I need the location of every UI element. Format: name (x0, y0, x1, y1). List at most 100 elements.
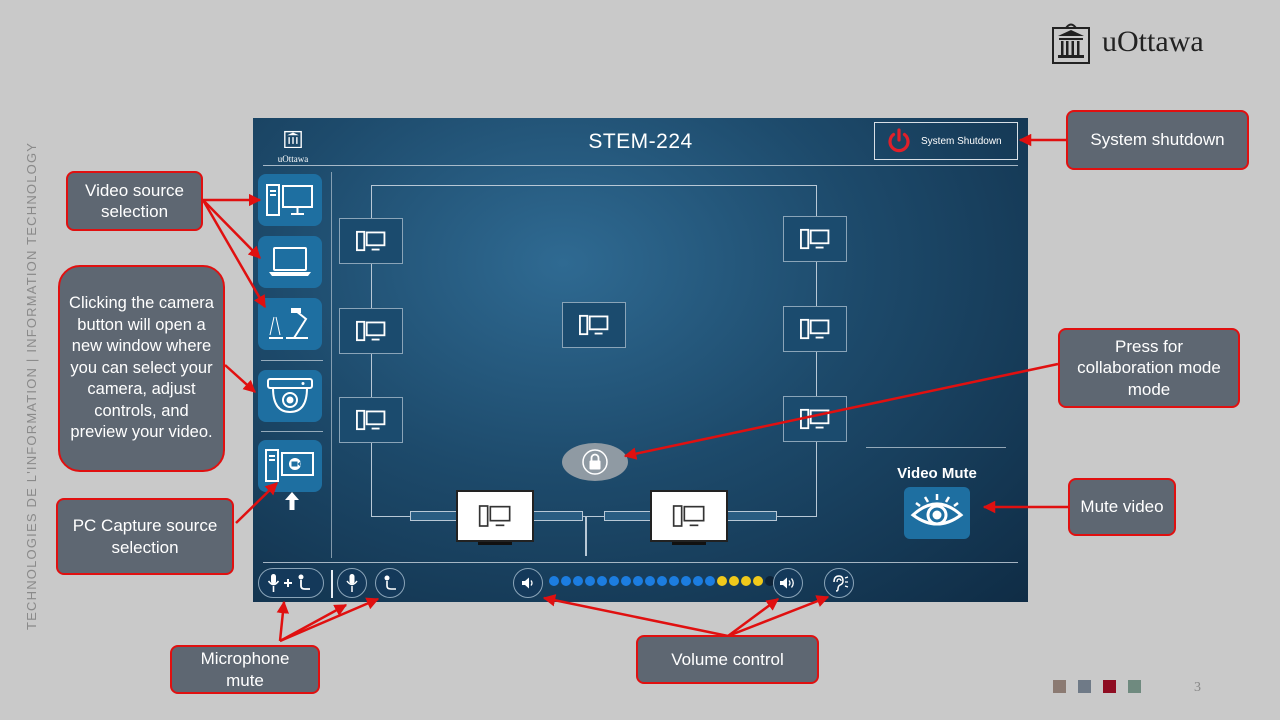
arrow-source-2 (202, 199, 261, 259)
display-right-3[interactable] (783, 396, 847, 442)
volume-dot (549, 576, 559, 586)
desktop-pc-icon (800, 408, 830, 430)
callout-collaboration: Press for collaboration mode mode (1058, 328, 1240, 408)
volume-dot (753, 576, 763, 586)
laptop-icon (269, 247, 311, 276)
arrow-mic-3 (279, 597, 380, 643)
color-swatch (1103, 680, 1116, 693)
desktop-pc-icon (800, 228, 830, 250)
mute-handheld-mic-button[interactable] (337, 568, 367, 598)
building-icon (1052, 23, 1090, 64)
display-left-2[interactable] (339, 308, 403, 354)
volume-dot (609, 576, 619, 586)
volume-dot (681, 576, 691, 586)
microphone-icon (346, 574, 358, 592)
color-swatch (1128, 680, 1141, 693)
color-swatch (1078, 680, 1091, 693)
lock-icon (582, 449, 608, 475)
source-desktop-pc-button[interactable] (258, 174, 322, 226)
slide-side-text: TECHNOLOGIES DE L'INFORMATION | INFORMAT… (24, 141, 39, 630)
left-divider (331, 172, 332, 558)
projector-screen-right[interactable] (650, 490, 728, 545)
top-divider (263, 165, 1018, 166)
uottawa-logo: uOttawa (1052, 20, 1204, 64)
display-center[interactable] (562, 302, 626, 348)
mute-all-mics-button[interactable] (258, 568, 324, 598)
source-laptop-button[interactable] (258, 236, 322, 288)
volume-dot (669, 576, 679, 586)
source-camera-button[interactable] (258, 370, 322, 422)
arrow-volume-3 (727, 595, 830, 638)
source-divider (261, 431, 323, 432)
volume-dot (633, 576, 643, 586)
display-right-2[interactable] (783, 306, 847, 352)
system-shutdown-button[interactable]: System Shutdown (874, 122, 1018, 160)
volume-dot (657, 576, 667, 586)
volume-dot (561, 576, 571, 586)
mic-divider (331, 570, 333, 598)
document-camera-icon (269, 308, 308, 339)
volume-meter[interactable] (549, 576, 799, 586)
callout-pc-capture: PC Capture source selection (56, 498, 234, 575)
building-icon (284, 130, 302, 149)
desktop-pc-icon (356, 409, 386, 431)
volume-down-button[interactable] (513, 568, 543, 598)
power-icon (888, 128, 910, 153)
hearing-assist-button[interactable] (824, 568, 854, 598)
source-pc-capture-button[interactable] (258, 440, 322, 492)
collaboration-lock-button[interactable] (562, 443, 628, 481)
bottom-divider (263, 562, 1018, 563)
volume-dot (705, 576, 715, 586)
volume-dot (573, 576, 583, 586)
volume-dot (645, 576, 655, 586)
volume-dot (585, 576, 595, 586)
volume-dot (717, 576, 727, 586)
brand-name: uOttawa (1102, 25, 1204, 58)
volume-dot (741, 576, 751, 586)
speaker-low-icon (522, 577, 533, 589)
callout-mute-video: Mute video (1068, 478, 1176, 536)
room-title: STEM-224 (588, 130, 693, 153)
pc-capture-icon (265, 449, 314, 482)
volume-dot (765, 576, 775, 586)
callout-camera: Clicking the camera button will open a n… (58, 265, 225, 472)
mic-plus-lapel-icon (267, 574, 310, 592)
volume-dot (693, 576, 703, 586)
desktop-pc-icon (478, 505, 511, 527)
mute-lapel-mic-button[interactable] (375, 568, 405, 598)
projector-screen-left[interactable] (456, 490, 534, 545)
ear-icon (833, 575, 849, 592)
volume-up-button[interactable] (773, 568, 803, 598)
arrow-up-icon (285, 492, 299, 510)
video-mute-label: Video Mute (897, 465, 977, 482)
callout-microphone: Microphone mute (170, 645, 320, 694)
color-swatch (1053, 680, 1066, 693)
arrow-mic-1 (276, 600, 290, 642)
shutdown-label: System Shutdown (921, 135, 1002, 147)
arrow-mic-2 (279, 603, 348, 643)
desktop-pc-icon (266, 184, 313, 216)
panel-logo-text: uOttawa (277, 154, 309, 164)
room-diagram-line (585, 516, 587, 556)
display-left-3[interactable] (339, 397, 403, 443)
display-left-1[interactable] (339, 218, 403, 264)
display-right-1[interactable] (783, 216, 847, 262)
color-swatches (1053, 680, 1141, 693)
volume-dot (621, 576, 631, 586)
arrow-camera (224, 364, 256, 393)
source-divider (261, 360, 323, 361)
desktop-pc-icon (356, 230, 386, 252)
video-mute-divider (866, 447, 1006, 448)
volume-dot (729, 576, 739, 586)
volume-dot (597, 576, 607, 586)
page-number: 3 (1194, 680, 1201, 695)
source-document-camera-button[interactable] (258, 298, 322, 350)
arrow-volume-2 (727, 597, 780, 638)
lapel-mic-icon (384, 575, 396, 590)
desktop-pc-icon (800, 318, 830, 340)
arrow-volume-1 (542, 594, 729, 638)
video-mute-button[interactable] (904, 487, 970, 539)
panel-logo: uOttawa (273, 128, 313, 164)
callout-video-source: Video source selection (66, 171, 203, 231)
speaker-high-icon (780, 577, 794, 589)
